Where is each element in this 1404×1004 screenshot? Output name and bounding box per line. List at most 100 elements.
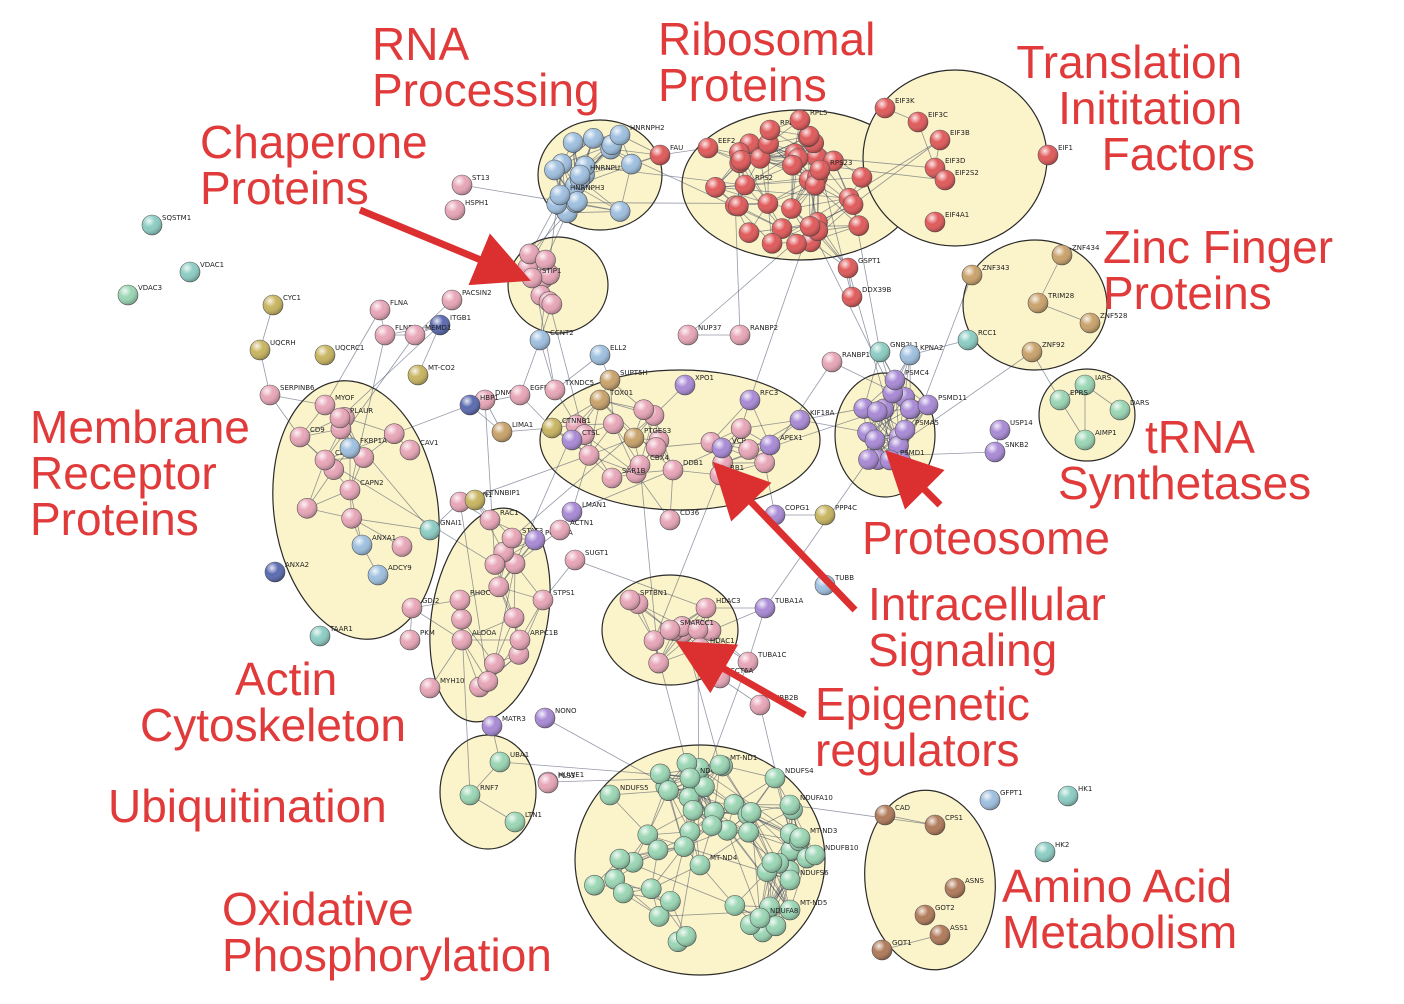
protein-node: EIF3B — [929, 129, 970, 151]
protein-node — [582, 128, 604, 149]
protein-node — [503, 607, 525, 629]
protein-node: TUBB2B — [749, 694, 798, 716]
protein-node: SPTBN1 — [619, 589, 667, 611]
protein-node — [761, 233, 783, 254]
protein-node — [660, 890, 681, 912]
protein-node: CAPN2 — [339, 479, 384, 501]
protein-node-label: UBA1 — [510, 751, 529, 759]
protein-node: EPRS — [1049, 389, 1089, 411]
protein-node: APEX1 — [759, 434, 803, 456]
label-membrane-receptor: Membrane Receptor Proteins — [30, 401, 263, 545]
protein-node: RHOC — [449, 589, 491, 611]
protein-node-label: GOT1 — [892, 939, 912, 947]
protein-node — [544, 159, 565, 181]
protein-node — [484, 554, 506, 575]
protein-node-label: PLAUR — [350, 407, 373, 415]
protein-node-label: PSMD1 — [900, 449, 925, 457]
protein-node-label: TXNDC5 — [564, 379, 594, 387]
protein-node — [637, 824, 659, 846]
protein-node: EIF4A1 — [924, 211, 969, 233]
protein-node-label: ARPC1B — [530, 629, 558, 637]
protein-node-label: CTSL — [582, 429, 600, 437]
protein-node-label: ITGB1 — [450, 314, 471, 322]
protein-node — [761, 852, 783, 873]
protein-node-label: RPS2 — [755, 174, 773, 182]
protein-node: PPP4C — [814, 504, 857, 526]
label-ubiquitination: Ubiquitination — [108, 780, 387, 832]
protein-node — [798, 125, 820, 147]
protein-node: GNB2L1 — [869, 341, 918, 363]
protein-node-label: RHOC — [470, 589, 491, 597]
protein-node: FLNA — [369, 299, 408, 321]
protein-node: TOX01 — [589, 389, 633, 411]
protein-node — [738, 222, 760, 243]
protein-node: LTN1 — [504, 811, 542, 833]
protein-node: RNF7 — [459, 784, 499, 806]
protein-node-label: MT-ND3 — [810, 827, 837, 835]
protein-node-label: EIF1 — [1058, 144, 1073, 152]
protein-node: CAD — [874, 804, 910, 826]
protein-node-label: UQCRH — [270, 339, 296, 347]
protein-node — [562, 132, 584, 153]
protein-node: MYH10 — [419, 677, 465, 699]
interaction-edge — [734, 205, 741, 336]
protein-node-label: RANBP2 — [750, 324, 778, 332]
protein-node — [658, 780, 679, 801]
protein-node-label: NUP37 — [698, 324, 722, 332]
protein-node — [723, 794, 745, 815]
protein-node-label: FAU — [670, 144, 683, 152]
protein-node: USP14 — [989, 419, 1033, 441]
label-intracellular: Intracellular Signaling — [868, 578, 1119, 676]
protein-node-label: EEF2 — [718, 137, 735, 145]
protein-node — [451, 608, 472, 630]
protein-node: PSMC4 — [884, 369, 930, 391]
protein-node-label: APEX1 — [780, 434, 803, 442]
protein-node-label: ADCY9 — [388, 564, 412, 572]
protein-node: DARS — [1109, 399, 1150, 421]
protein-node: SQSTM1 — [141, 214, 191, 236]
protein-node-label: MYH10 — [440, 677, 465, 685]
protein-node: LMAN1 — [561, 501, 606, 523]
protein-node-label: PKM — [420, 629, 435, 637]
protein-node-label: GNAI1 — [440, 519, 462, 527]
protein-node-label: PSMA5 — [915, 419, 939, 427]
protein-node-label: TOX01 — [609, 389, 633, 397]
protein-node-label: ZNF92 — [1042, 341, 1065, 349]
protein-node-label: TAAR1 — [329, 625, 353, 633]
protein-node: RPS23 — [809, 159, 852, 181]
interaction-edge — [789, 804, 936, 826]
protein-node: GOT2 — [914, 904, 955, 926]
protein-node: NDUFA8 — [749, 907, 798, 929]
protein-node-label: CD9 — [310, 426, 325, 434]
protein-node-label: ANXA2 — [285, 561, 309, 569]
interaction-edge — [584, 434, 637, 474]
protein-node-label: ELL2 — [610, 344, 627, 352]
protein-node-label: DARS — [1130, 399, 1150, 407]
interaction-edge — [749, 226, 811, 401]
protein-node-label: TUBA1C — [757, 651, 786, 659]
protein-node-label: XPO1 — [695, 374, 714, 382]
protein-node-label: MT-ND1 — [730, 754, 757, 762]
protein-node: UQCRH — [249, 339, 296, 361]
protein-node — [647, 839, 669, 861]
protein-node-label: KIF18A — [810, 409, 835, 417]
protein-node-label: SNKB2 — [1005, 441, 1029, 449]
protein-node: GNAI1 — [419, 519, 462, 541]
protein-node: HK2 — [1034, 841, 1069, 863]
protein-node-label: NDUFS4 — [785, 767, 814, 775]
protein-node — [864, 429, 886, 451]
protein-node-label: CAPN2 — [360, 479, 384, 487]
protein-node-label: PSMD11 — [938, 394, 967, 402]
protein-node: RFC3 — [739, 389, 778, 411]
label-chaperone: Chaperone Proteins — [200, 116, 440, 214]
protein-node-label: PLS3 — [558, 772, 575, 780]
protein-node-label: CYC1 — [283, 294, 301, 302]
protein-node — [673, 836, 695, 857]
interaction-edge — [809, 226, 894, 394]
protein-node-label: RPL5 — [810, 109, 827, 117]
protein-node-label: STIP1 — [542, 267, 561, 275]
protein-node: NDUFS5 — [599, 784, 649, 806]
protein-node-label: MT-ND4 — [710, 854, 738, 862]
protein-node: MT-ND5 — [779, 899, 827, 921]
